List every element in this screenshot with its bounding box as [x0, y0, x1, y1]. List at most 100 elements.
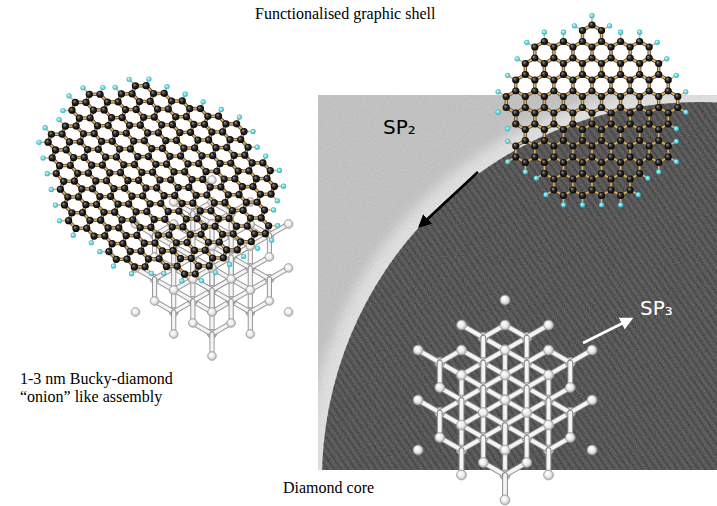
carbon-atom [188, 255, 195, 262]
hydrogen-atom [149, 271, 154, 276]
carbon-atom [217, 183, 224, 190]
carbon-atom [247, 215, 254, 222]
carbon-atom [152, 161, 159, 168]
carbon-atom [77, 138, 84, 145]
carbon-atom [95, 146, 102, 153]
carbon-atom [91, 130, 98, 137]
carbon-atom [97, 217, 104, 224]
tem-noise [318, 95, 717, 470]
carbon-atom [215, 215, 222, 222]
carbon-atom [109, 138, 116, 145]
carbon-atom [86, 217, 93, 224]
hydrogen-atom [237, 114, 242, 119]
carbon-atom [120, 161, 127, 168]
carbon-atom [131, 161, 138, 168]
carbon-atom [215, 113, 222, 120]
carbon-atom [66, 138, 73, 145]
carbon-atom [541, 170, 548, 177]
carbon-atom [82, 99, 89, 106]
carbon-atom [223, 144, 230, 151]
carbon-atom [194, 137, 201, 144]
carbon-atom [531, 153, 538, 160]
atom [208, 352, 217, 361]
hydrogen-atom [281, 184, 286, 189]
carbon-atom [72, 225, 79, 232]
carbon-atom [144, 129, 151, 136]
carbon-atom [108, 114, 115, 121]
carbon-atom [176, 129, 183, 136]
carbon-atom [188, 176, 195, 183]
carbon-atom [126, 122, 133, 129]
carbon-atom [195, 262, 202, 269]
carbon-atom [503, 93, 510, 100]
carbon-atom [68, 209, 75, 216]
hydrogen-atom [201, 99, 206, 104]
carbon-atom [93, 201, 100, 208]
carbon-atom [159, 145, 166, 152]
atom [284, 264, 293, 273]
carbon-atom [248, 238, 255, 245]
carbon-atom [181, 168, 188, 175]
carbon-atom [225, 215, 232, 222]
carbon-atom [235, 167, 242, 174]
carbon-atom [174, 184, 181, 191]
carbon-atom [139, 192, 146, 199]
carbon-atom [168, 97, 175, 104]
carbon-atom [155, 129, 162, 136]
carbon-atom [128, 193, 135, 200]
carbon-atom [522, 93, 529, 100]
carbon-atom [75, 193, 82, 200]
carbon-atom [109, 240, 116, 247]
carbon-atom [195, 160, 202, 167]
carbon-atom [262, 230, 269, 237]
carbon-atom [145, 255, 152, 262]
carbon-atom [87, 114, 94, 121]
atom [169, 286, 178, 295]
carbon-atom [522, 137, 529, 144]
hydrogen-atom [199, 278, 204, 283]
carbon-atom [111, 209, 118, 216]
carbon-atom [187, 231, 194, 238]
atom [246, 286, 255, 295]
carbon-atom [113, 153, 120, 160]
carbon-atom [172, 113, 179, 120]
carbon-atom [209, 254, 216, 261]
carbon-atom [205, 136, 212, 143]
carbon-atom [113, 256, 120, 263]
carbon-atom [175, 208, 182, 215]
hydrogen-atom [179, 278, 184, 283]
hydrogen-atom [100, 85, 105, 90]
hydrogen-atom [45, 171, 50, 176]
carbon-atom [193, 215, 200, 222]
hydrogen-atom [255, 246, 260, 251]
carbon-atom [133, 106, 140, 113]
carbon-atom [512, 87, 519, 94]
carbon-atom [72, 99, 79, 106]
carbon-atom [267, 167, 274, 174]
carbon-atom [74, 170, 81, 177]
carbon-atom [169, 247, 176, 254]
carbon-atom [197, 207, 204, 214]
carbon-atom [127, 248, 134, 255]
carbon-atom [261, 206, 268, 213]
carbon-atom [185, 184, 192, 191]
carbon-atom [133, 232, 140, 239]
carbon-atom [237, 238, 244, 245]
atom [208, 308, 217, 317]
carbon-atom [101, 106, 108, 113]
carbon-atom [65, 217, 72, 224]
carbon-atom [78, 185, 85, 192]
carbon-atom [96, 193, 103, 200]
carbon-atom [137, 248, 144, 255]
carbon-atom [512, 76, 519, 83]
atom [208, 308, 217, 317]
carbon-atom [512, 120, 519, 127]
carbon-atom [265, 222, 272, 229]
hydrogen-atom [213, 270, 218, 275]
carbon-atom [251, 230, 258, 237]
atom [169, 286, 178, 295]
carbon-atom [98, 138, 105, 145]
carbon-atom [239, 183, 246, 190]
carbon-atom [522, 126, 529, 133]
carbon-atom [243, 199, 250, 206]
